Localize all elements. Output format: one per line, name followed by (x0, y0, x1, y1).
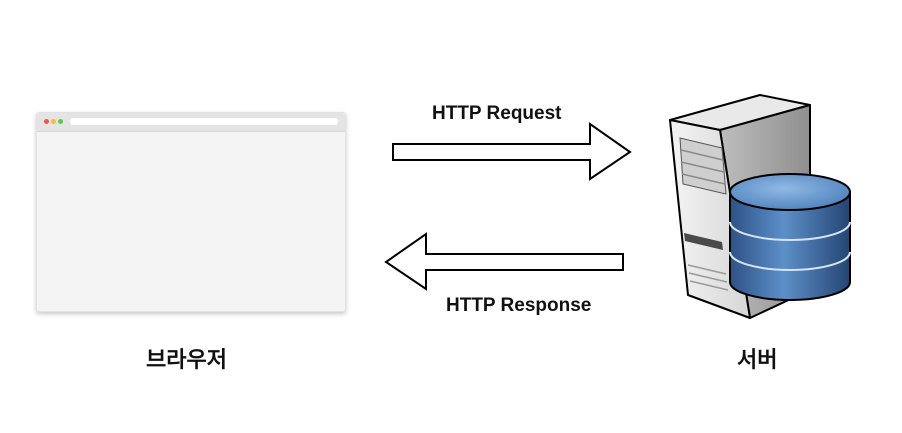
maximize-dot-icon (58, 119, 63, 124)
server-label: 서버 (737, 348, 778, 373)
browser-title-bar (37, 113, 345, 132)
browser-label: 브라우저 (146, 348, 227, 373)
close-dot-icon (44, 119, 49, 124)
request-label: HTTP Request (432, 103, 562, 124)
response-arrow-icon (384, 232, 624, 291)
response-label: HTTP Response (446, 295, 592, 316)
server-tower-icon (669, 94, 851, 319)
address-bar (70, 118, 338, 125)
browser-window-icon (36, 112, 346, 312)
database-icon (729, 173, 851, 301)
request-arrow-icon (392, 122, 632, 181)
minimize-dot-icon (51, 119, 56, 124)
